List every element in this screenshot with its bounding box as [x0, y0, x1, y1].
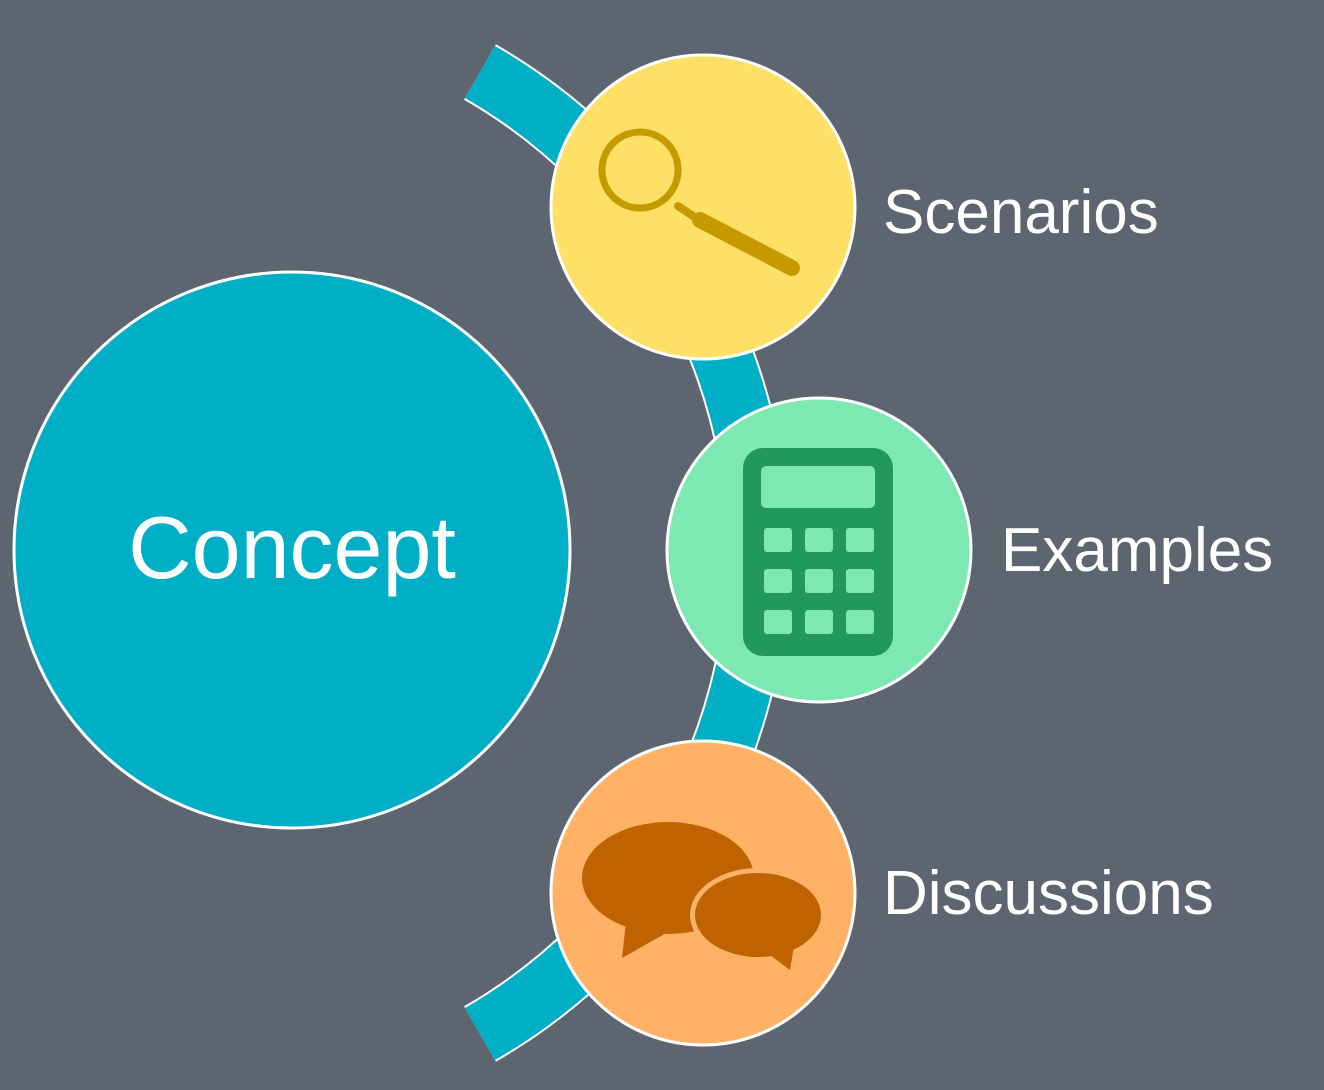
scenarios-label: Scenarios: [883, 178, 1159, 247]
concept-label: Concept: [128, 498, 456, 597]
magnifying-glass-icon: [598, 128, 800, 276]
scenarios-circle: [549, 53, 857, 361]
examples-label: Examples: [1001, 516, 1274, 585]
discussions-node: [549, 739, 857, 1047]
discussions-label: Discussions: [883, 859, 1214, 928]
calculator-icon: [743, 448, 893, 656]
scenarios-node: [549, 53, 857, 361]
examples-node: [665, 396, 973, 704]
concept-circle: [12, 270, 572, 830]
speech-bubbles-icon: [582, 822, 826, 970]
